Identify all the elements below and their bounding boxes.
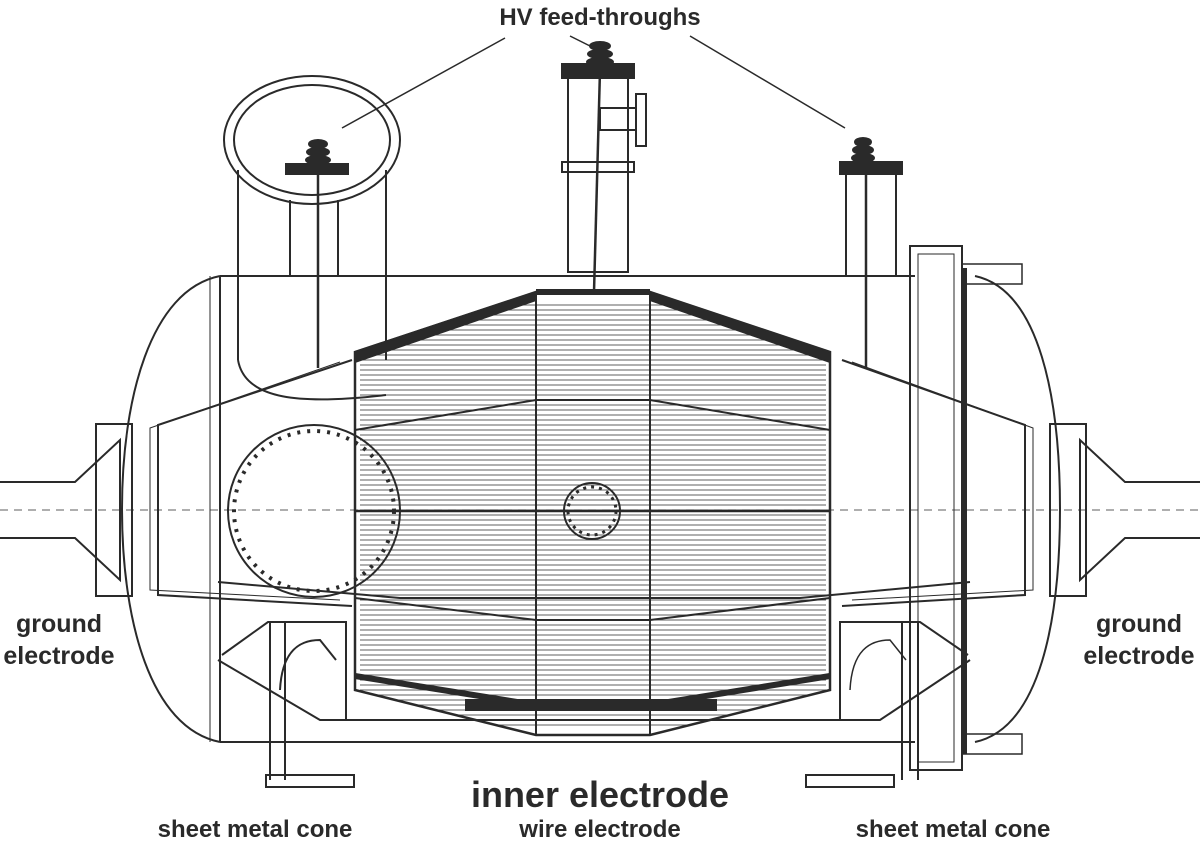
vessel-shell (120, 275, 1062, 743)
sheet-metal-cone-right-label: sheet metal cone (855, 816, 1051, 843)
right-port-tube (839, 161, 903, 277)
left-port-tube (223, 75, 401, 401)
ground-electrode-left-label: ground electrode (3, 610, 115, 670)
hv-leader-lines (341, 35, 846, 129)
center-port-tube (561, 63, 647, 273)
wire-electrode-hatching (360, 304, 826, 726)
end-flange (909, 245, 1023, 771)
wire-electrode-label: wire electrode (519, 816, 681, 843)
sheet-metal-cone-left-label: sheet metal cone (157, 816, 353, 843)
ground-electrode-right-label: ground electrode (1083, 610, 1195, 670)
hv-feedthrough-insulators (285, 41, 875, 175)
side-manhole (227, 424, 621, 598)
hv-conductors (316, 69, 868, 368)
hv-feedthroughs-label: HV feed-throughs (499, 4, 701, 31)
inner-wire-electrode (353, 289, 832, 737)
inner-electrode-label: inner electrode (470, 774, 730, 815)
support-frame (217, 581, 971, 788)
end-nozzles (0, 423, 1200, 597)
